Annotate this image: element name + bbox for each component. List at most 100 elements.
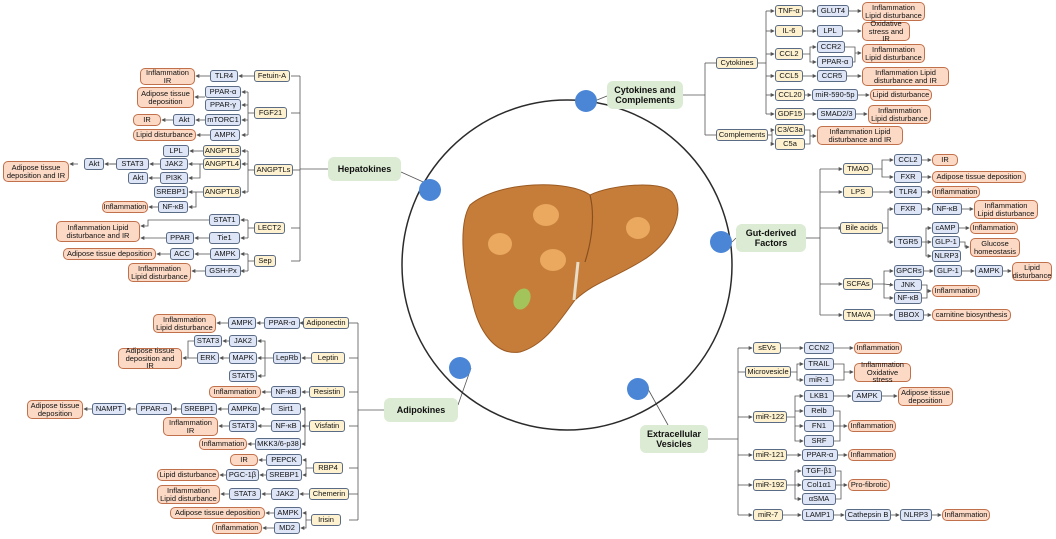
ppar-gamma-node: PPAR-γ: [205, 99, 241, 111]
srebp1-node: SREBP1: [266, 469, 302, 481]
connector-line: [922, 291, 928, 299]
connector-line: [834, 363, 854, 374]
category-cytokines: Cytokines and Complements: [607, 81, 683, 109]
ppar-alpha-node: PPAR-α: [802, 449, 838, 461]
connector-line: [873, 269, 894, 285]
nlrp3-node: NLRP3: [932, 250, 961, 262]
tnf-alpha-node: TNF-α: [775, 5, 803, 17]
microvesicle-node: Microvesicle: [745, 366, 791, 378]
il6-outcome: Oxidative stress and IR: [862, 19, 910, 43]
stat3-node: STAT3: [229, 488, 261, 500]
ccr5-node: CCR5: [817, 70, 847, 82]
lps-outcome: Inflammation: [932, 186, 980, 198]
connector-line: [834, 410, 848, 428]
connector-line: [809, 54, 817, 64]
connector-line: [836, 485, 842, 500]
connector-line: [883, 284, 894, 300]
camp-outcome: Inflammation: [970, 222, 1018, 234]
category-extracellular-vesicles: Extracellular Vesicles: [640, 425, 708, 453]
category-adipokines: Adipokines: [384, 398, 458, 422]
connector-line: [834, 426, 841, 442]
ccl5-node: CCL5: [775, 70, 803, 82]
pi3k-node: PI3K: [160, 172, 188, 184]
nfkb-node: NF-κB: [158, 201, 188, 213]
sevs-node: sEVs: [753, 342, 781, 354]
angptls-outcome-adipose: Adipose tissue deposition and IR: [3, 161, 69, 182]
angptls-outcome-inflammation: Inflammation: [102, 201, 148, 213]
srf-node: SRF: [804, 435, 834, 447]
angptl8-node: ANGPTL8: [203, 186, 241, 198]
connector-line: [188, 192, 197, 209]
fxr-node: FXR: [894, 203, 922, 215]
connector-line: [796, 372, 804, 382]
lect2-node: LECT2: [254, 222, 285, 234]
connector-line: [791, 362, 804, 373]
connector-line: [853, 53, 856, 63]
trail-node: TRAIL: [804, 358, 834, 370]
category-gut-derived: Gut-derived Factors: [736, 224, 806, 252]
connector-line: [883, 207, 894, 229]
connector-line: [794, 426, 804, 443]
tmava-node: TMAVA: [843, 309, 875, 321]
fxr-outcome: Inflammation Lipid disturbance: [974, 200, 1038, 219]
rbp4-outcome-ir: IR: [230, 454, 258, 466]
nfkb-node: NF-κB: [271, 386, 301, 398]
ampk-node: AMPK: [975, 265, 1003, 277]
ppar-alpha-node: PPAR-α: [205, 86, 241, 98]
ccl2-outcome: Inflammation Lipid disturbance: [862, 44, 925, 63]
connector-line: [301, 407, 309, 427]
lps-node: LPS: [843, 186, 873, 198]
cathepsin-b-node: Cathepsin B: [845, 509, 891, 521]
akt-node: Akt: [84, 158, 104, 170]
jak2-node: JAK2: [271, 488, 299, 500]
sep-outcome-adipose: Adipose tissue deposition: [63, 248, 156, 260]
ring-node-dot: [710, 231, 732, 253]
md2-node: MD2: [274, 522, 300, 534]
glp1-node: GLP-1: [934, 265, 962, 277]
ppar-node: PPAR: [166, 232, 194, 244]
connector-line: [302, 458, 313, 469]
rbp4-outcome-lipid: Lipid disturbance: [157, 469, 219, 481]
connector-line: [302, 511, 311, 521]
connector-line: [787, 469, 802, 486]
ccn2-node: CCN2: [804, 342, 834, 354]
gpcrs-node: GPCRs: [894, 265, 924, 277]
ccl20-node: CCL20: [775, 89, 805, 101]
ccl5-outcome: Inflammation Lipid disturbance and IR: [862, 67, 949, 86]
stat5-node: STAT5: [229, 370, 257, 382]
gdf15-outcome: Inflammation Lipid disturbance: [868, 105, 931, 124]
ring-node-dot: [627, 378, 649, 400]
stat3-node: STAT3: [229, 420, 257, 432]
connector-line: [302, 468, 307, 477]
irisin-node: Irisin: [311, 514, 341, 526]
lkb1-outcome: Adipose tissue deposition: [898, 387, 953, 406]
nfkb-node: NF-κB: [894, 292, 922, 304]
tnf-outcome: Inflammation Lipid disturbance: [862, 2, 925, 21]
il6-node: IL-6: [775, 25, 803, 37]
connector-line: [922, 226, 932, 243]
sirt1-node: Sirt1: [271, 403, 301, 415]
leptin-outcome: Adipose tissue deposition and IR: [118, 346, 182, 370]
connector-line: [960, 241, 970, 249]
bbox-node: BBOX: [894, 309, 924, 321]
angptl3-node: ANGPTL3: [203, 145, 241, 157]
adiponectin-outcome: Inflammation Lipid disturbance: [153, 314, 216, 333]
rbp4-node: RBP4: [313, 462, 343, 474]
ccr2-node: CCR2: [817, 41, 845, 53]
ppar-alpha-node: PPAR-α: [817, 56, 853, 68]
resistin-node: Resistin: [309, 386, 345, 398]
lect2-outcome: Inflammation Lipid disturbance and IR: [56, 221, 140, 242]
ring-node-dot: [419, 179, 441, 201]
sevs-outcome: Inflammation: [854, 342, 902, 354]
ampk-node: AMPK: [852, 390, 882, 402]
complements-node: Complements: [716, 129, 768, 141]
connector-line: [845, 46, 862, 55]
chemerin-outcome: Inflammation Lipid disturbance: [157, 485, 220, 504]
mir-121-node: miR-121: [753, 449, 787, 461]
connector-line: [803, 45, 817, 55]
ccl20-outcome: Lipid disturbance: [870, 89, 932, 101]
pepck-node: PEPCK: [266, 454, 302, 466]
stat1-node: STAT1: [209, 214, 240, 226]
acc-node: ACC: [170, 248, 194, 260]
glp1-node: GLP-1: [932, 236, 960, 248]
